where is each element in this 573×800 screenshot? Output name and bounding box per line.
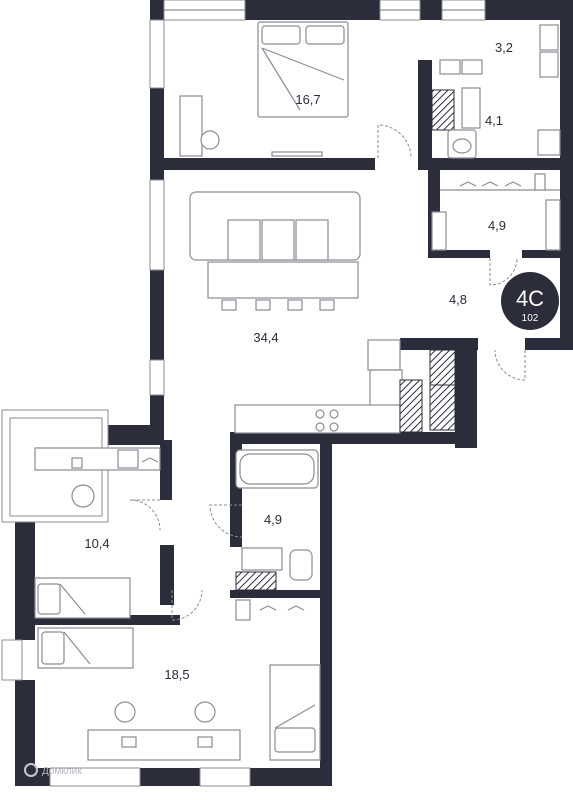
room-area-bedroom-1: 16,7 [295, 92, 320, 107]
bedroom-3-furniture [37, 627, 321, 761]
room-area-hall: 4,8 [449, 292, 467, 307]
badge-number: 102 [522, 313, 539, 324]
closet-2-fixtures [235, 599, 305, 621]
bedroom-2-furniture [34, 447, 161, 619]
room-area-bedroom-2: 10,4 [84, 536, 109, 551]
doors [129, 124, 526, 621]
room-area-wardrobe-1: 4,9 [488, 218, 506, 233]
watermark-text: Домклик [42, 766, 82, 777]
room-area-bathroom-1: 4,1 [485, 113, 503, 128]
bedroom-1-furniture [179, 21, 349, 157]
room-area-living-kitchen: 34,4 [253, 330, 278, 345]
watermark-logo-icon [24, 763, 38, 777]
bath-1-fixtures [431, 24, 561, 159]
wardrobe-fixtures [431, 173, 561, 251]
room-area-wc: 3,2 [495, 40, 513, 55]
badge-type: 4С [516, 286, 544, 311]
room-area-bedroom-3: 18,5 [164, 667, 189, 682]
living-furniture [189, 191, 456, 434]
bath-2-fixtures [235, 449, 319, 591]
apartment-badge: 4С 102 [501, 272, 559, 330]
walls [15, 0, 573, 786]
room-area-bathroom-2: 4,9 [264, 512, 282, 527]
badge-circle [501, 272, 559, 330]
area-labels: 16,7 3,2 4,1 4,9 4,8 34,4 10,4 4,9 18,5 [84, 40, 513, 682]
watermark: Домклик [24, 763, 82, 777]
